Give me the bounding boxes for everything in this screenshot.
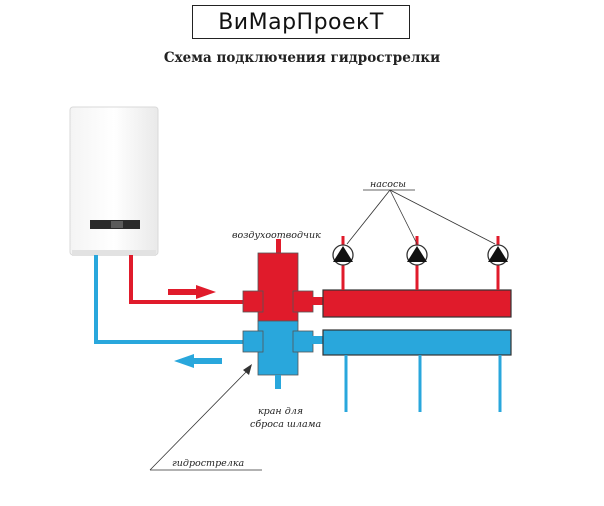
hot-manifold bbox=[322, 289, 512, 318]
pump-icon bbox=[406, 244, 428, 266]
drain-valve bbox=[275, 375, 281, 389]
cold-return-pipe bbox=[94, 255, 262, 344]
boiler-icon bbox=[69, 106, 159, 256]
hydraulic-separator bbox=[242, 239, 314, 389]
drain-valve-label-line2: сброса шлама bbox=[250, 419, 322, 430]
hot-flow-arrow bbox=[168, 285, 216, 299]
air-vent bbox=[276, 239, 281, 255]
drain-valve-label-line1: кран для bbox=[258, 406, 303, 417]
air-vent-label: воздухоотводчик bbox=[232, 230, 321, 241]
pumps-label: насосы bbox=[370, 179, 406, 190]
brand-name: ВиМарПроекТ bbox=[218, 9, 384, 35]
pump-icon bbox=[487, 244, 509, 266]
hydro-pointer-arrowhead bbox=[243, 364, 252, 375]
diagram-title: Схема подключения гидрострелки bbox=[163, 50, 441, 66]
pump-icon bbox=[332, 244, 354, 266]
cold-flow-arrow bbox=[174, 354, 222, 368]
hydro-separator-label: гидрострелка bbox=[172, 458, 244, 469]
brand-logo-box: ВиМарПроекТ bbox=[192, 5, 410, 39]
hot-supply-pipe bbox=[129, 255, 262, 304]
cold-manifold bbox=[322, 329, 512, 356]
